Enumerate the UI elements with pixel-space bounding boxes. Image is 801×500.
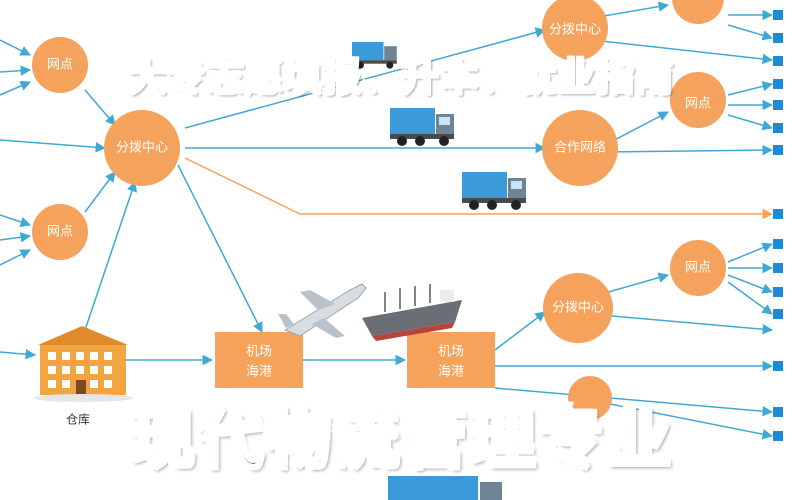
headline-bottom: 现代物流管理专业: [127, 399, 673, 479]
endpoint: [773, 209, 783, 219]
arrow: [0, 214, 31, 227]
node-hub-right: 分拨中心: [543, 273, 613, 343]
arrow: [727, 242, 773, 263]
node-label: 海港: [246, 365, 272, 380]
truck-icon: [462, 172, 526, 210]
node-label: 网点: [47, 225, 73, 240]
node-port-a: 机场 海港: [215, 332, 303, 388]
node-label: 海港: [438, 365, 464, 380]
node-label: 分拨中心: [116, 141, 168, 156]
endpoint: [773, 431, 783, 441]
arrow: [727, 274, 773, 294]
arrow: [0, 80, 31, 96]
arrow: [597, 272, 670, 296]
arrow: [84, 171, 116, 213]
endpoint: [773, 56, 783, 66]
arrow: [727, 81, 774, 96]
endpoint-markers: [773, 10, 783, 441]
node-label: 合作网络: [554, 140, 606, 156]
endpoint: [773, 33, 783, 43]
arrow: [727, 24, 774, 41]
ship-icon: [362, 284, 462, 341]
headline-top: 大专志愿填报、升本、就业指南: [126, 54, 674, 100]
arrow: [604, 144, 774, 156]
node-port-b: 机场 海港: [407, 332, 495, 388]
endpoint: [773, 145, 783, 155]
node-label: 分拨中心: [552, 301, 604, 316]
node-label: 网点: [685, 261, 711, 276]
endpoint: [773, 309, 783, 319]
endpoint: [773, 287, 783, 297]
truck-icon: [388, 476, 502, 500]
node-label: 网点: [685, 97, 711, 112]
arrow-orange: [184, 157, 774, 220]
node-outlet-right-a: 网点: [670, 72, 726, 128]
endpoint: [773, 79, 783, 89]
node-outlet-right-b: 网点: [670, 240, 726, 296]
arrow: [494, 387, 774, 417]
endpoint: [773, 10, 783, 20]
truck-icon: [352, 42, 397, 69]
arrow: [599, 314, 774, 335]
node-outlet-a: 网点: [32, 37, 88, 93]
arrow: [0, 39, 31, 56]
node-label: 网点: [47, 58, 73, 73]
node-outlet-b: 网点: [32, 204, 88, 260]
network-arrows: [0, 1, 774, 440]
endpoint: [773, 407, 783, 417]
truck-icon: [390, 108, 454, 146]
node-label: 分拨中心: [549, 23, 601, 38]
warehouse-label: 仓库: [66, 412, 90, 427]
airplane-icon: [278, 283, 367, 338]
arrow: [177, 164, 263, 333]
endpoint: [773, 239, 783, 249]
node-partner-network: 合作网络: [542, 110, 618, 186]
arrow: [0, 348, 37, 360]
arrow: [591, 39, 774, 65]
arrow: [0, 249, 31, 266]
arrow: [494, 311, 546, 351]
endpoint: [773, 100, 783, 110]
endpoint: [773, 263, 783, 273]
arrow: [184, 27, 547, 129]
node-outlet-top-partial: [672, 0, 724, 24]
arrow: [0, 65, 32, 76]
endpoint: [773, 123, 783, 133]
arrow: [727, 281, 773, 315]
node-label: 机场: [246, 345, 272, 360]
arrow: [84, 89, 116, 126]
node-partial: [568, 376, 612, 420]
node-hub-left: 分拨中心: [104, 110, 180, 186]
arrow: [0, 139, 107, 153]
node-label: 机场: [438, 345, 464, 360]
arrow: [0, 232, 32, 243]
warehouse-icon: [33, 326, 133, 402]
arrow: [727, 114, 774, 131]
node-hub-top: 分拨中心: [542, 0, 608, 61]
arrow: [84, 181, 137, 331]
endpoint: [773, 361, 783, 371]
arrow: [589, 399, 774, 440]
